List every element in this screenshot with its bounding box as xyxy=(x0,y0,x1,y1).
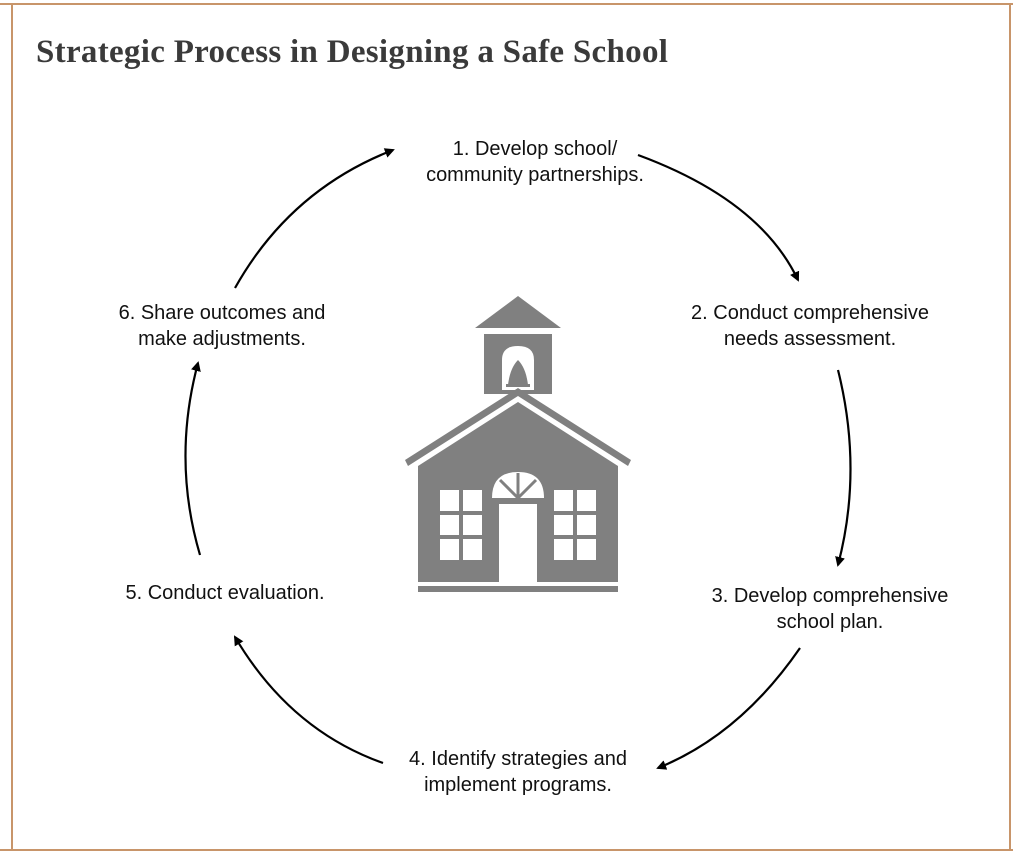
step-3-label: 3. Develop comprehensive school plan. xyxy=(680,583,980,635)
frame-left-border xyxy=(11,3,13,851)
step-5-label: 5. Conduct evaluation. xyxy=(85,580,365,606)
fan-window-muntins xyxy=(498,473,538,500)
step-2-line-2: needs assessment. xyxy=(723,328,897,350)
arrow-step2-to-step3 xyxy=(835,369,852,567)
left-window-muntins xyxy=(440,490,482,560)
diagram-title: Strategic Process in Designing a Safe Sc… xyxy=(36,34,669,70)
bell-icon xyxy=(508,360,528,385)
schoolhouse-icon xyxy=(405,296,631,592)
frame-right-border xyxy=(1009,3,1011,851)
step-1-label: 1. Develop school/ community partnership… xyxy=(385,136,685,188)
step-4-label: 4. Identify strategies and implement pro… xyxy=(368,746,668,798)
step-1-line-1: 1. Develop school/ xyxy=(452,138,618,160)
right-window-muntins xyxy=(554,490,596,560)
step-2-line-1: 2. Conduct comprehensive xyxy=(691,302,929,324)
arrow-step4-to-step5 xyxy=(233,635,384,765)
step-3-line-2: school plan. xyxy=(776,611,884,633)
belfry-roof xyxy=(475,296,561,328)
arrow-step3-to-step4 xyxy=(656,647,801,770)
step-6-line-1: 6. Share outcomes and xyxy=(118,302,326,324)
step-3-line-1: 3. Develop comprehensive xyxy=(711,585,949,607)
step-2-label: 2. Conduct comprehensive needs assessmen… xyxy=(660,300,960,352)
door xyxy=(499,504,537,582)
step-1-line-2: community partnerships. xyxy=(426,164,644,186)
arrow-step1-to-step2 xyxy=(637,153,800,282)
step-4-line-2: implement programs. xyxy=(424,774,612,796)
step-5-line-1: 5. Conduct evaluation. xyxy=(125,582,325,604)
step-6-label: 6. Share outcomes and make adjustments. xyxy=(82,300,362,352)
arrow-step6-to-step1 xyxy=(234,148,395,289)
step-4-line-1: 4. Identify strategies and xyxy=(409,748,627,770)
frame-bottom-border xyxy=(0,849,1013,851)
arrow-step5-to-step6 xyxy=(184,361,202,556)
frame-top-border xyxy=(0,3,1013,5)
step-6-line-2: make adjustments. xyxy=(138,328,306,350)
house-base xyxy=(418,586,618,592)
bell-rim xyxy=(506,384,530,387)
